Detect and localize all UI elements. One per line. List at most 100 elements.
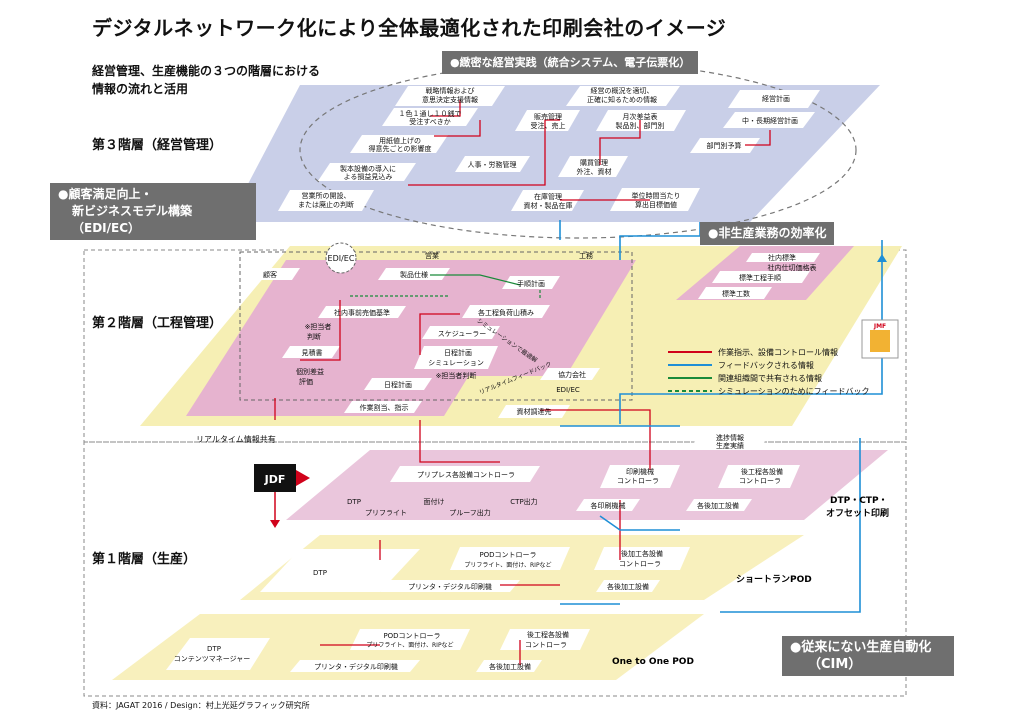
tier2-box — [364, 378, 432, 390]
t3-text: 中・長期経営計画 — [742, 116, 798, 125]
tier1a-box — [718, 465, 800, 488]
tier3-box — [566, 86, 680, 106]
t2-text: EDI/EC — [556, 386, 580, 394]
t3-text: 資材・製品在庫 — [524, 201, 573, 210]
tier2-box-group — [242, 253, 820, 418]
legend-item: フィードバックされる情報 — [718, 360, 814, 370]
callout-line: （EDI/EC） — [72, 221, 141, 235]
t1a-text: 印刷機械 — [626, 467, 654, 476]
t1b-label: ショートランPOD — [736, 574, 812, 585]
tier2-box — [712, 271, 810, 283]
legend-item: 作業指示、設備コントロール情報 — [718, 347, 838, 357]
t2-text: ※担当者判断 — [436, 371, 477, 380]
tier3-box — [455, 156, 530, 172]
t2-text: 社内事前売価基準 — [334, 308, 390, 317]
t1b-text: コントローラ — [619, 560, 661, 568]
t3-text: 受注すべきか — [409, 117, 451, 126]
t2-text: 見積書 — [302, 348, 323, 357]
t1a-text: DTP — [347, 498, 361, 506]
legend-swatches — [668, 351, 712, 392]
t1c-text: PODコントローラ — [383, 632, 440, 640]
t3-text: １色１通し１０銭で — [399, 109, 462, 118]
tier3-box — [723, 112, 815, 128]
edi-frame — [239, 251, 633, 401]
t2-text: シミュレーション — [428, 359, 484, 367]
t1a-text: コントローラ — [739, 477, 781, 485]
t3-text: 製品別、部門別 — [616, 121, 665, 130]
t1c-text: DTP — [207, 645, 221, 653]
t1a-text: CTP出力 — [510, 497, 537, 506]
t3-text: 在庫管理 — [534, 192, 562, 201]
tier2-sales-panel — [186, 260, 540, 416]
callout-cim: ●従来にない生産自動化 （CIM） — [782, 636, 954, 676]
t1b-text: プリフライト、面付け、RIPなど — [464, 561, 551, 569]
tier2-box — [242, 268, 300, 280]
source-note: 資料：JAGAT 2016 / Design：村上光延グラフィック研究所 — [92, 701, 310, 710]
tier1a-box — [390, 466, 540, 482]
callout-nonprod: ●非生産業務の効率化 — [700, 222, 835, 245]
tier1c-text: DTP コンテンツマネージャー PODコントローラ プリフライト、面付け、RIP… — [174, 630, 569, 671]
tier1b-box — [596, 580, 660, 592]
page-title: デジタルネットワーク化により全体最適化された印刷会社のイメージ — [92, 16, 727, 40]
t1a-text: プリプレス各設備コントローラ — [417, 470, 515, 479]
tier2-box — [414, 346, 498, 369]
edi-ec-circle — [325, 242, 357, 274]
tier2-box — [422, 326, 500, 339]
t3-text: 人事・労務管理 — [468, 160, 517, 169]
t1a-text: 各印刷機械 — [591, 501, 626, 510]
t1c-label: One to One POD — [612, 657, 694, 667]
tier1-frame — [83, 441, 907, 697]
t2-text: 社内仕切価格表 — [768, 263, 817, 272]
tier3-box — [395, 86, 505, 106]
green-connectors — [350, 274, 541, 300]
t2-text: 標準工数 — [722, 289, 750, 298]
t3-text: または廃止の判断 — [298, 200, 354, 209]
t2-text: 工務 — [579, 251, 593, 260]
t1c-text: コントローラ — [525, 641, 567, 649]
legend-item: 関連組織間で共有される情報 — [718, 373, 822, 383]
tier3-box — [382, 108, 478, 126]
t3-text: 外注、資材 — [577, 167, 612, 176]
t3-text: 営業所の開設、 — [302, 191, 351, 200]
t2-text: 評価 — [299, 377, 313, 386]
red-connectors — [274, 100, 771, 665]
tier3-box — [596, 110, 686, 131]
tier2-box — [498, 405, 570, 418]
t3-text: 単位時間当たり — [632, 191, 681, 200]
t2-text: 顧客 — [263, 270, 277, 279]
tier2-box — [698, 287, 772, 299]
t3-text: 正確に知るための情報 — [587, 95, 657, 104]
tier2-box — [344, 401, 422, 413]
t2-text: 作業割当、指示 — [360, 403, 409, 412]
tier3-box-group — [278, 86, 820, 211]
subtitle-line-2: 情報の流れと活用 — [92, 82, 189, 96]
tier3-box — [610, 188, 700, 211]
tier2-box — [540, 368, 600, 380]
tier1a-box — [576, 499, 640, 511]
tier1a-box — [686, 499, 752, 511]
t2-text: スケジューラー — [438, 330, 487, 338]
t2-text: 営業 — [425, 251, 439, 260]
t3-text: よる損益見込み — [344, 172, 393, 181]
callout-line: ●従来にない生産自動化 — [790, 640, 932, 655]
tier1c-box — [500, 629, 590, 650]
t1b-text: 各後加工設備 — [607, 582, 649, 591]
t2-text: 個別差益 — [296, 367, 324, 376]
t3-text: 経営の概況を適切、 — [591, 86, 654, 95]
t3-text: 意思決定支援情報 — [422, 95, 478, 104]
tier3-box — [728, 90, 820, 108]
tier2-label: 第２階層（工程管理） — [92, 316, 223, 331]
tier3-label: 第３階層（経営管理） — [92, 138, 223, 153]
callout-line: （CIM） — [808, 657, 862, 672]
t1a-text: 各後加工設備 — [697, 501, 739, 510]
tier2-box — [378, 268, 450, 280]
t2-text: 製品仕様 — [400, 270, 428, 279]
t3-text: 部門別予算 — [707, 141, 742, 150]
t2-text: リアルタイム情報共有 — [196, 434, 276, 444]
jmf-icon — [861, 319, 899, 359]
jdf-icon — [254, 464, 310, 492]
t1a-text: 生産実績 — [716, 441, 744, 450]
t1a-text: 面付け — [424, 497, 445, 506]
tier3-box — [278, 190, 374, 211]
t2-text: ※担当者 — [305, 322, 332, 331]
